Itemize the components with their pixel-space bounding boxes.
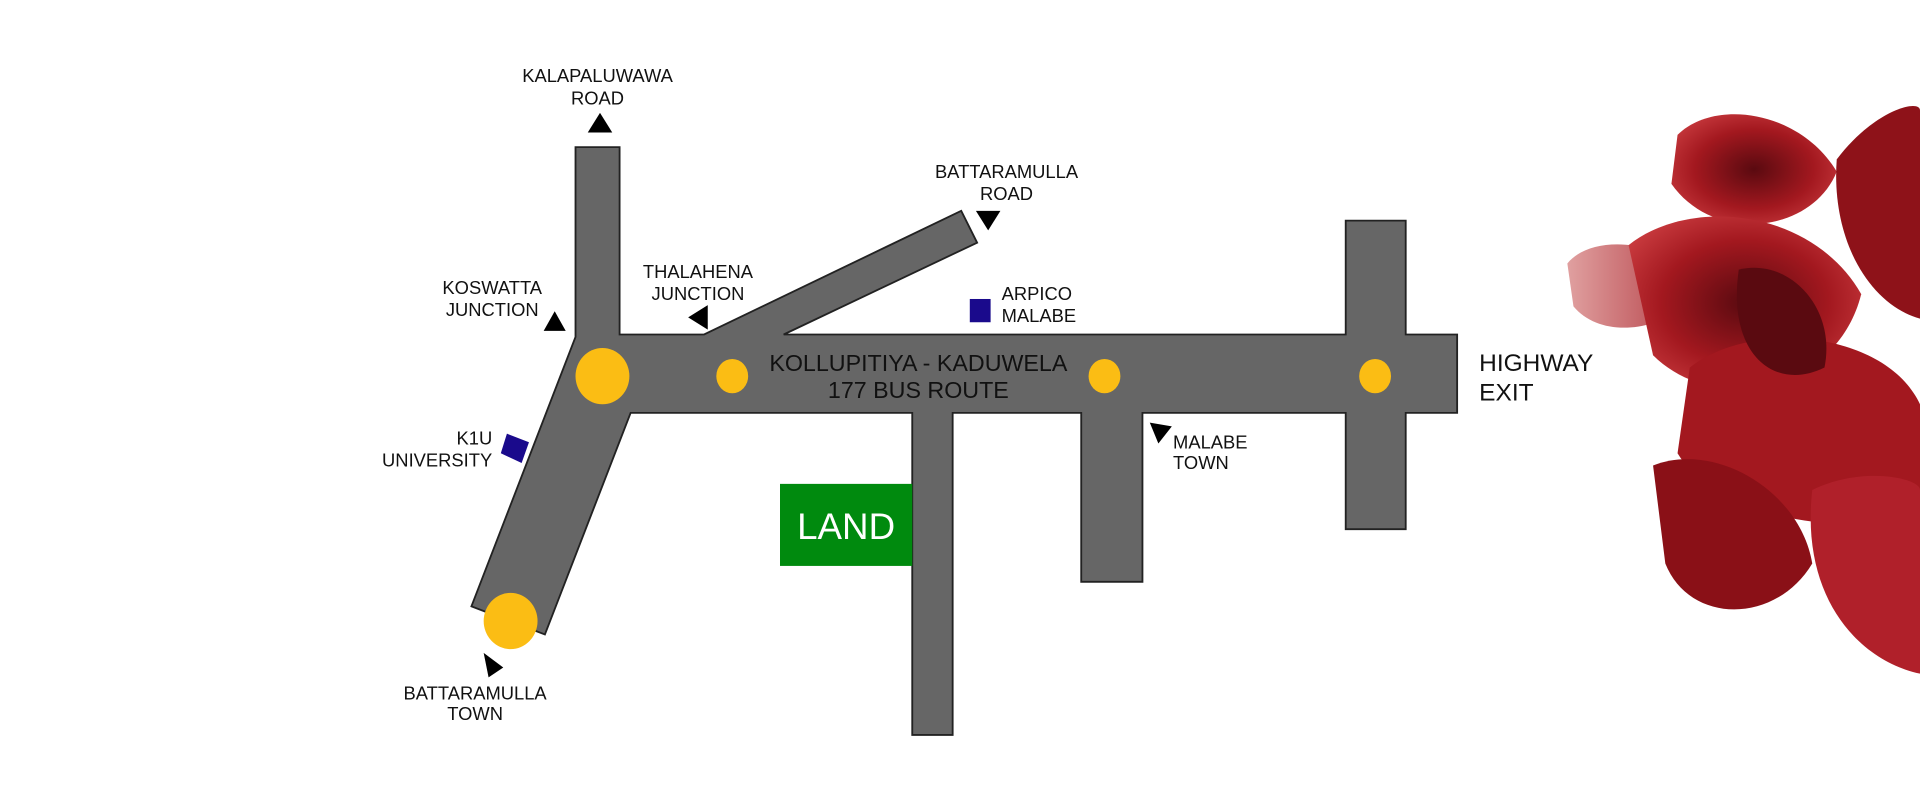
highway-exit-label-2: EXIT xyxy=(1479,380,1533,407)
malabe-town-label-1: MALABE xyxy=(1173,431,1248,452)
main-road-label-2: 177 BUS ROUTE xyxy=(828,377,1009,403)
bus-stop-malabe xyxy=(1088,358,1121,394)
land-label: LAND xyxy=(797,506,895,547)
koswatta-label-1: KOSWATTA xyxy=(442,277,542,298)
arpico-label-1: ARPICO xyxy=(1002,283,1072,304)
arrow-up-icon xyxy=(587,112,613,133)
arrow-down-icon xyxy=(975,210,1001,231)
k1u-label-2: UNIVERSITY xyxy=(382,450,492,471)
bus-stop-thalahena xyxy=(716,358,749,394)
kalapaluwawa-label-2: ROAD xyxy=(571,87,624,108)
k1u-landmark-icon xyxy=(500,433,529,464)
arpico-label-2: MALABE xyxy=(1002,305,1077,326)
kalapaluwawa-label-1: KALAPALUWAWA xyxy=(522,65,673,86)
thalahena-label-2: JUNCTION xyxy=(652,283,745,304)
land-marker xyxy=(780,483,913,566)
malabe-town-label-2: TOWN xyxy=(1173,452,1229,473)
k1u-label-1: K1U xyxy=(457,428,493,449)
arpico-landmark-icon xyxy=(969,298,991,323)
battaramulla-road-label-2: ROAD xyxy=(980,183,1033,204)
bus-stop-battaramulla xyxy=(483,592,538,650)
battaramulla-town-label-1: BATTARAMULLA xyxy=(404,682,548,703)
arrow-up-icon xyxy=(543,311,566,331)
red-flower-decoration xyxy=(1567,105,1920,674)
arrow-left-icon xyxy=(688,305,708,330)
highway-exit-label-1: HIGHWAY xyxy=(1479,350,1593,377)
battaramulla-town-label-2: TOWN xyxy=(447,703,503,724)
battaramulla-road-label-1: BATTARAMULLA xyxy=(935,161,1079,182)
arrow-right-icon xyxy=(483,652,504,678)
thalahena-label-1: THALAHENA xyxy=(643,261,754,282)
road-network xyxy=(470,146,1459,736)
koswatta-label-2: JUNCTION xyxy=(446,299,539,320)
bus-stop-highway xyxy=(1359,358,1392,394)
arrow-down-icon xyxy=(1149,422,1172,444)
main-road-label-1: KOLLUPITIYA - KADUWELA xyxy=(769,350,1068,376)
bus-stop-koswatta xyxy=(575,347,630,405)
